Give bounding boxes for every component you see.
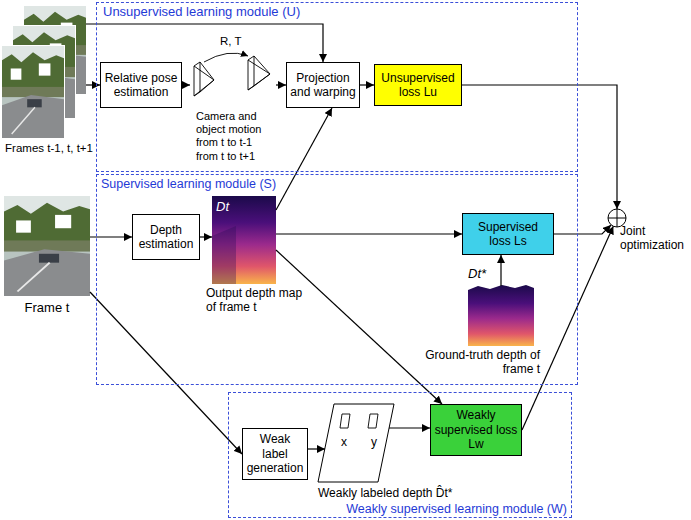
arrow-connector (182, 84, 190, 85)
module-title: Unsupervised learning module (U) (103, 4, 300, 20)
arrow-connector (276, 233, 462, 234)
figure-label: Output depth map of frame t (206, 286, 304, 315)
arrow-connector (276, 250, 442, 404)
image-figure: Frame t (4, 196, 90, 320)
arrow-connector (308, 448, 325, 449)
sum-node: Joint optimization (606, 207, 690, 263)
image-figure: Frames t-1, t, t+1 (2, 6, 96, 158)
box-label: Relative pose estimation (104, 71, 178, 100)
arrow-connector (522, 226, 613, 430)
figure-label: Ground-truth depth of frame t (412, 348, 540, 377)
process-box: Projection and warping (286, 62, 360, 108)
figure-label: x (341, 435, 347, 449)
box-label: Depth estimation (136, 223, 196, 252)
arrow-connector (276, 108, 332, 210)
motion-figure: R, T Camera and object motion from t to t… (190, 36, 276, 164)
box-label: Weak label generation (246, 432, 304, 475)
module-region: Weakly supervised learning module (W) Wea… (228, 392, 572, 518)
module-region: Unsupervised learning module (U) Relative… (96, 2, 578, 172)
figure-label: Frame t (4, 300, 90, 316)
box-label: Unsupervised loss Lu (378, 71, 458, 100)
box-label: Weakly supervised loss Lw (434, 408, 518, 451)
arrow-connector (360, 84, 374, 85)
box-label: Projection and warping (290, 71, 356, 100)
process-box: Depth estimation (132, 214, 200, 260)
figure-label: Joint optimization (620, 224, 688, 253)
arrow-connector (389, 427, 430, 428)
loss-box: Supervised loss Ls (462, 213, 554, 255)
arrow-connector (554, 225, 611, 234)
arrow-connector (200, 236, 212, 237)
figure-label: Camera and object motion from t to t-1 f… (196, 110, 268, 163)
figure-label: R, T (220, 35, 242, 49)
depth-map: DtOutput depth map of frame t (206, 196, 304, 316)
module-region: Supervised learning module (S) Depth esti… (96, 174, 578, 385)
process-box: Weak label generation (242, 428, 308, 480)
process-box: Relative pose estimation (100, 62, 182, 108)
box-label: Supervised loss Ls (466, 220, 550, 249)
arrow-connector (90, 292, 242, 454)
arrow-connector (500, 255, 501, 286)
arrow-connector (462, 85, 617, 209)
figure-label: Dt* (468, 266, 486, 282)
loss-box: Weakly supervised loss Lw (430, 404, 522, 456)
weak-label-figure: xyWeakly labeled depth D̂t* (318, 402, 418, 502)
module-title: Supervised learning module (S) (101, 177, 276, 192)
module-title: Weakly supervised learning module (W) (346, 502, 567, 516)
figure-label: Weakly labeled depth D̂t* (318, 486, 453, 500)
figure-label: Frames t-1, t, t+1 (2, 142, 96, 156)
arrow-connector (86, 24, 323, 62)
arrow-connector (276, 84, 286, 85)
depth-map: Dt* Ground-truth depth of frame t (410, 266, 542, 380)
figure-label: Dt (216, 199, 229, 215)
figure-label: y (371, 435, 377, 449)
loss-box: Unsupervised loss Lu (374, 64, 462, 106)
arrow-connector (86, 84, 100, 85)
